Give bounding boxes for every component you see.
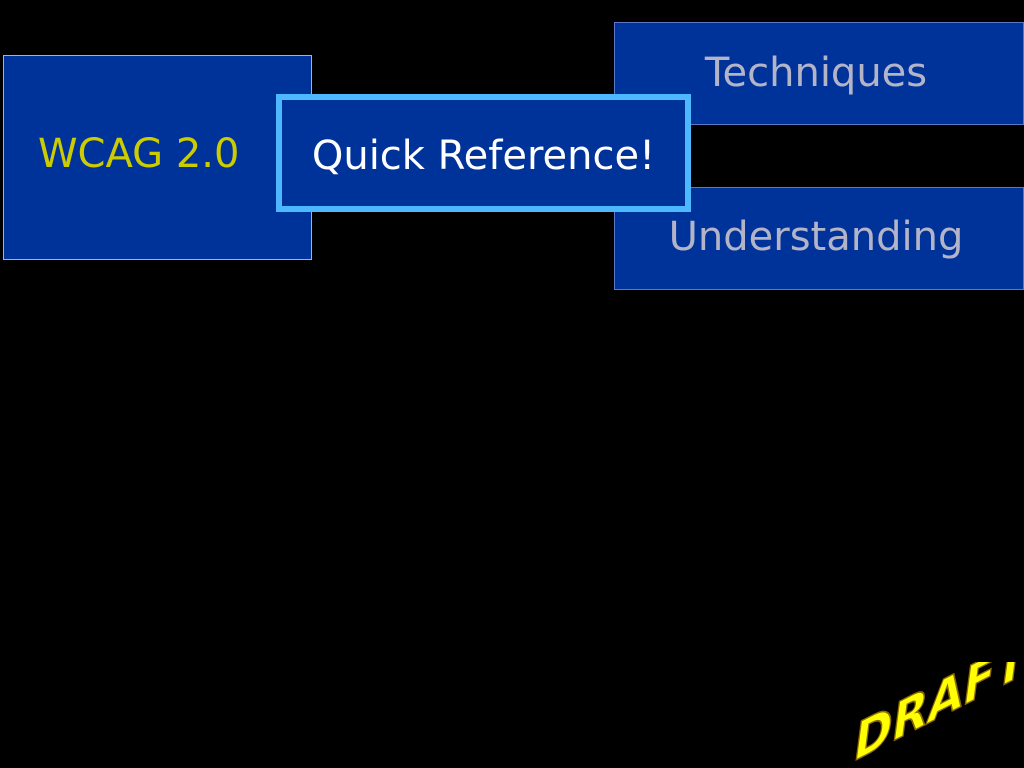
quick-reference-label: Quick Reference!	[311, 133, 656, 179]
wcag-box: WCAG 2.0	[3, 55, 312, 260]
understanding-label: Understanding	[668, 214, 964, 260]
wcag-label: WCAG 2.0	[38, 130, 240, 177]
understanding-box: Understanding	[614, 187, 1024, 290]
techniques-label: Techniques	[704, 50, 928, 96]
draft-watermark: DRAFT	[850, 662, 1024, 768]
draft-watermark-text: DRAFT	[850, 662, 1024, 768]
quick-reference-box: Quick Reference!	[276, 94, 691, 212]
